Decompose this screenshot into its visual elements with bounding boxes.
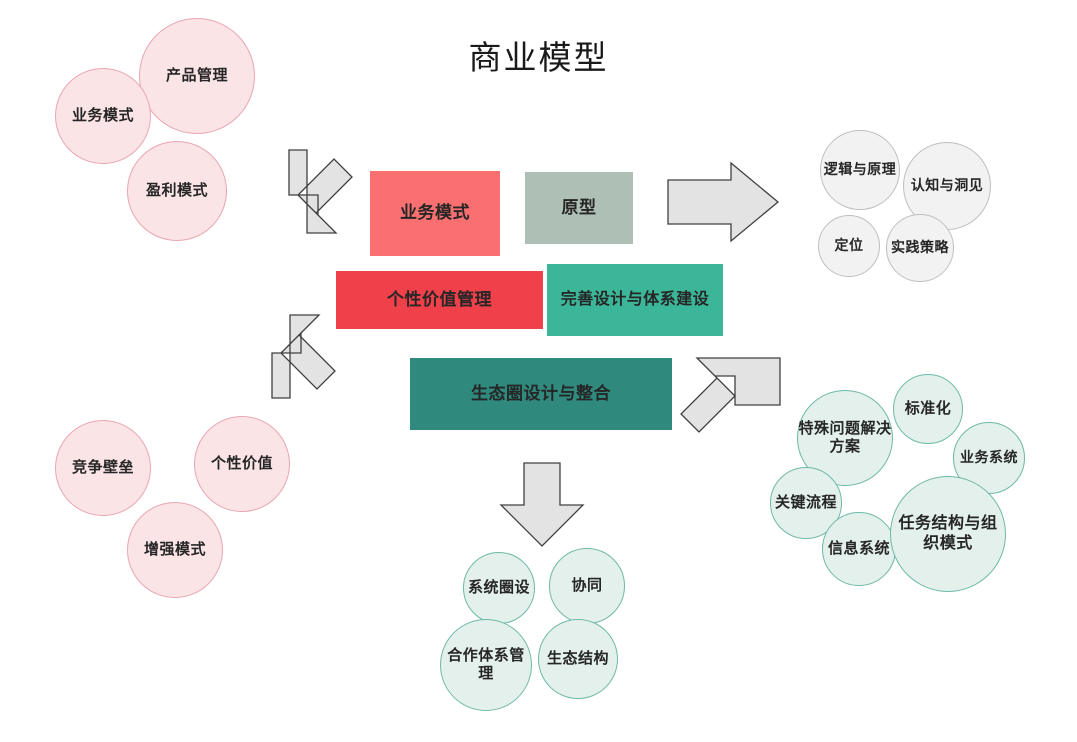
circle-task-structure-org-model[interactable]: 任务结构与组织模式	[890, 476, 1006, 592]
circle-label: 产品管理	[165, 66, 228, 84]
arrow-right-icon	[667, 161, 780, 243]
arrow-down-icon	[499, 462, 585, 547]
circle-cooperation-system-management[interactable]: 合作体系管理	[440, 619, 532, 711]
circle-label: 个性价值	[210, 454, 273, 472]
circle-logic-and-principle[interactable]: 逻辑与原理	[820, 130, 900, 210]
circle-product-management[interactable]: 产品管理	[139, 18, 255, 134]
box-label: 业务模式	[400, 203, 470, 223]
circle-label: 任务结构与组织模式	[898, 515, 998, 552]
circle-practice-strategy[interactable]: 实践策略	[886, 214, 954, 282]
circle-label: 合作体系管理	[447, 646, 525, 682]
circle-label: 逻辑与原理	[823, 161, 897, 178]
circle-information-system[interactable]: 信息系统	[822, 512, 896, 586]
box-label: 完善设计与体系建设	[560, 291, 710, 309]
circle-standardization[interactable]: 标准化	[893, 374, 963, 444]
circle-label: 生态结构	[546, 649, 609, 667]
circle-label: 竞争壁垒	[71, 458, 134, 476]
circle-label: 盈利模式	[145, 181, 208, 199]
circle-collaboration[interactable]: 协同	[549, 548, 625, 624]
circle-label: 增强模式	[143, 540, 206, 558]
circle-label: 业务模式	[71, 106, 134, 124]
circle-label: 定位	[834, 237, 864, 254]
circle-label: 系统圈设	[467, 578, 530, 596]
circle-system-scope-design[interactable]: 系统圈设	[463, 552, 535, 624]
circle-profit-model[interactable]: 盈利模式	[127, 141, 227, 241]
box-prototype[interactable]: 原型	[525, 172, 633, 244]
circle-label: 标准化	[904, 399, 952, 417]
circle-enhanced-model[interactable]: 增强模式	[127, 502, 223, 598]
box-business-model[interactable]: 业务模式	[370, 171, 500, 256]
box-label: 生态圈设计与整合	[471, 383, 611, 403]
arrow-down-right-icon	[680, 357, 781, 433]
circle-personalized-value[interactable]: 个性价值	[194, 416, 290, 512]
circle-label: 协同	[571, 576, 603, 594]
circle-label: 业务系统	[960, 449, 1018, 466]
circle-competitive-barrier[interactable]: 竞争壁垒	[55, 420, 151, 516]
box-design-and-system-building[interactable]: 完善设计与体系建设	[547, 264, 723, 336]
box-personalized-value-management[interactable]: 个性价值管理	[336, 271, 543, 329]
circle-label: 关键流程	[774, 493, 837, 511]
circle-label: 认知与洞见	[910, 177, 984, 194]
box-label: 个性价值管理	[387, 289, 492, 309]
arrow-up-left-icon	[288, 149, 353, 234]
circle-label: 实践策略	[891, 239, 949, 256]
box-ecosystem-design-integration[interactable]: 生态圈设计与整合	[410, 358, 672, 430]
arrow-down-left-icon	[271, 314, 336, 399]
circle-label: 特殊问题解决方案	[798, 419, 892, 455]
circle-positioning[interactable]: 定位	[818, 215, 880, 277]
page-title: 商业模型	[468, 39, 609, 76]
circle-business-model[interactable]: 业务模式	[55, 68, 151, 164]
circle-label: 信息系统	[827, 539, 890, 557]
box-label: 原型	[561, 197, 597, 217]
circle-ecological-structure[interactable]: 生态结构	[538, 619, 618, 699]
